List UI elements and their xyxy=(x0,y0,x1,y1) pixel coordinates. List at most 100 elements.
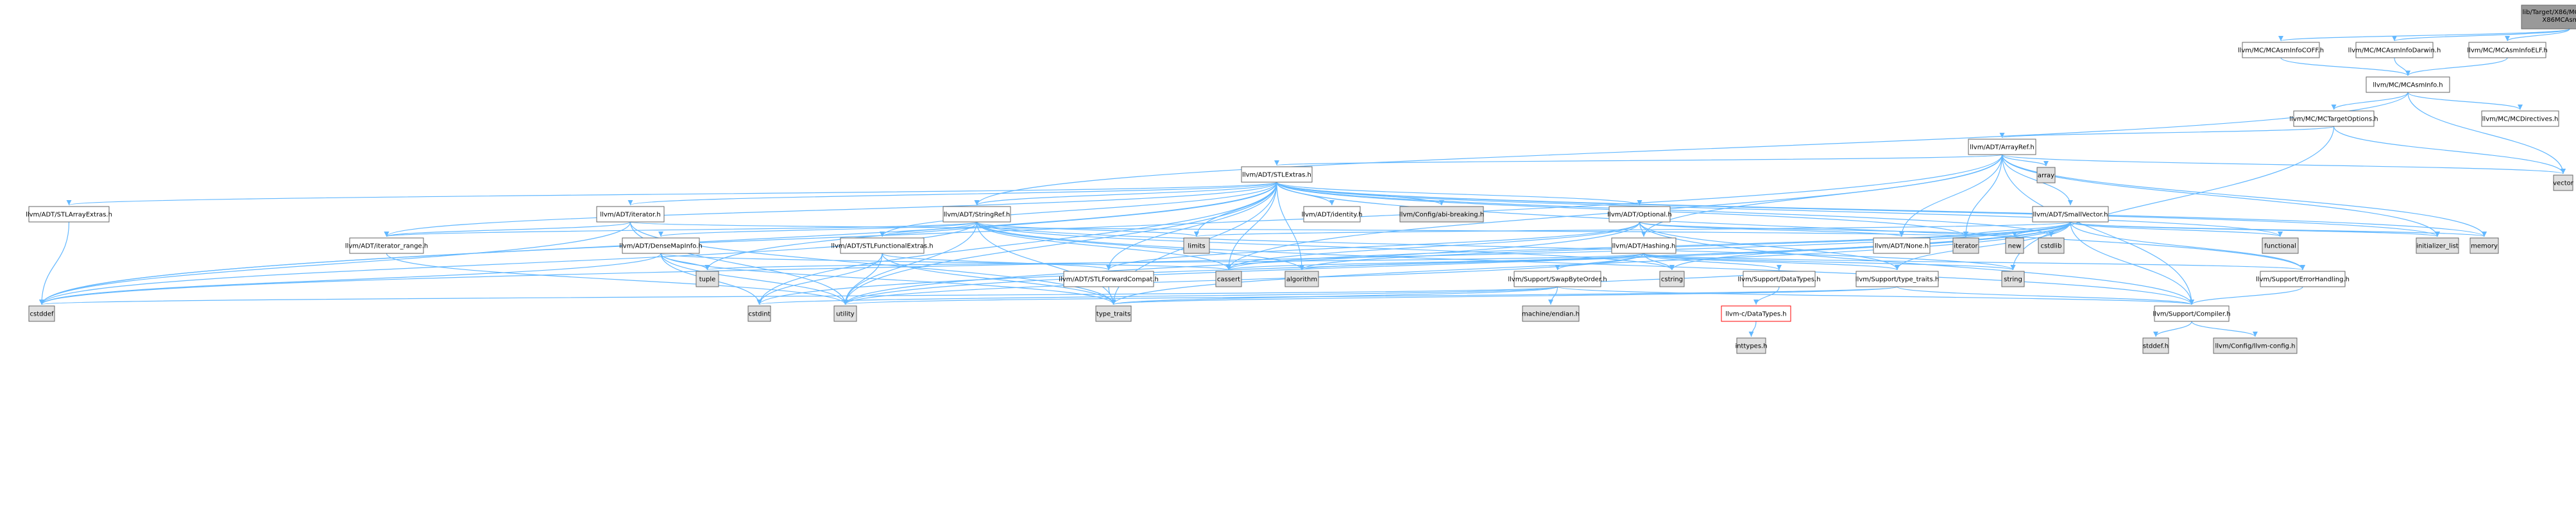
node-darwin[interactable]: llvm/MC/MCAsmInfoDarwin.h xyxy=(2348,42,2441,58)
node-functional[interactable]: functional xyxy=(2262,237,2299,254)
edge-stlextras-to-cstdint xyxy=(756,182,1277,305)
node-abibreaking[interactable]: llvm/Config/abi-breaking.h xyxy=(1399,206,1484,223)
node-label-memory: memory xyxy=(2471,243,2498,250)
node-cassert[interactable]: cassert xyxy=(1215,271,1242,287)
node-box-densemapinfo xyxy=(622,237,700,254)
node-mcdirectives[interactable]: llvm/MC/MCDirectives.h xyxy=(2481,110,2559,127)
node-typetraitsllvm[interactable]: llvm/Support/type_traits.h xyxy=(1855,271,1939,287)
node-string[interactable]: string xyxy=(2001,271,2025,287)
node-hashing[interactable]: llvm/ADT/Hashing.h xyxy=(1611,237,1676,254)
node-label-iterator: iterator xyxy=(1954,243,1978,250)
node-box-arrayref xyxy=(1968,139,2036,155)
edge-mctarget-to-string xyxy=(2010,126,2335,271)
node-errorhandling[interactable]: llvm/Support/ErrorHandling.h xyxy=(2256,271,2350,287)
edge-root-to-elf xyxy=(2505,28,2570,42)
edge-stlextras-to-memory xyxy=(1276,182,2487,237)
edge-mcasminfo-to-mcdirectives xyxy=(2407,92,2523,110)
node-box-none xyxy=(1873,237,1931,254)
node-cstddef[interactable]: cstddef xyxy=(28,305,55,322)
node-memory[interactable]: memory xyxy=(2469,237,2499,254)
node-limits[interactable]: limits xyxy=(1183,237,1210,254)
node-iterator[interactable]: iterator xyxy=(1952,237,1979,254)
node-elf[interactable]: llvm/MC/MCAsmInfoELF.h xyxy=(2467,42,2548,58)
node-stddef[interactable]: stddef.h xyxy=(2142,337,2169,354)
node-none[interactable]: llvm/ADT/None.h xyxy=(1873,237,1931,254)
node-box-hashing xyxy=(1611,237,1676,254)
node-tuple[interactable]: tuple xyxy=(695,271,719,287)
edge-typetraitsllvm-to-compiler xyxy=(1897,286,2194,305)
edge-smallvector-to-iterator xyxy=(1963,221,2071,237)
edge-typetraitsllvm-to-typetraits xyxy=(1111,286,1898,305)
node-cstdlib[interactable]: cstdlib xyxy=(2038,237,2065,254)
node-datatypes[interactable]: llvm/Support/DataTypes.h xyxy=(1737,271,1821,287)
node-stringref[interactable]: llvm/ADT/StringRef.h xyxy=(943,206,1011,223)
edge-stringref-to-utility xyxy=(842,221,978,305)
node-cdatatypes[interactable]: llvm-c/DataTypes.h xyxy=(1721,305,1791,322)
node-label-typetraits: type_traits xyxy=(1096,311,1130,318)
node-mcasminfo[interactable]: llvm/MC/MCAsmInfo.h xyxy=(2366,76,2450,93)
edge-stringref-to-cstddef xyxy=(39,221,978,305)
node-utility[interactable]: utility xyxy=(833,305,857,322)
node-stlarrayextras[interactable]: llvm/ADT/STLArrayExtras.h xyxy=(26,206,112,223)
node-label-stlfunctional: llvm/ADT/STLFunctionalExtras.h xyxy=(831,243,933,250)
edge-coff-to-mcasminfo xyxy=(2280,57,2410,76)
edge-arrayref-to-compiler xyxy=(2001,154,2194,305)
node-label-limits: limits xyxy=(1188,243,1205,250)
node-box-string xyxy=(2001,271,2025,287)
node-box-mcdirectives xyxy=(2481,110,2559,127)
node-compiler[interactable]: llvm/Support/Compiler.h xyxy=(2153,305,2231,322)
node-array[interactable]: array xyxy=(2036,167,2056,183)
node-coff[interactable]: llvm/MC/MCAsmInfoCOFF.h xyxy=(2238,42,2324,58)
node-label-inttypes: inttypes.h xyxy=(1735,343,1767,350)
node-smallvector[interactable]: llvm/ADT/SmallVector.h xyxy=(2032,206,2109,223)
node-new[interactable]: new xyxy=(2005,237,2024,254)
edge-hashing-to-cstring xyxy=(1643,253,1675,271)
node-llvmconfig[interactable]: llvm/Config/llvm-config.h xyxy=(2213,337,2298,354)
edge-typetraitsllvm-to-utility xyxy=(843,286,1898,305)
node-vector[interactable]: vector xyxy=(2553,174,2574,191)
node-label-root: lib/Target/X86/MCTargetDesc/ xyxy=(2522,9,2576,16)
edge-root-to-coff xyxy=(2278,28,2570,42)
node-box-cstddef xyxy=(28,305,55,322)
node-endian[interactable]: machine/endian.h xyxy=(1522,305,1580,322)
node-box-smallvector xyxy=(2032,206,2109,223)
node-label-errorhandling: llvm/Support/ErrorHandling.h xyxy=(2256,276,2350,284)
node-label-array: array xyxy=(2038,173,2054,180)
node-identity[interactable]: llvm/ADT/identity.h xyxy=(1302,206,1363,223)
node-cstring[interactable]: cstring xyxy=(1659,271,1685,287)
node-box-algorithm xyxy=(1284,271,1319,287)
node-inttypes[interactable]: inttypes.h xyxy=(1735,337,1768,354)
node-cstdint[interactable]: cstdint xyxy=(747,305,771,322)
node-adtiterator[interactable]: llvm/ADT/iterator.h xyxy=(596,206,665,223)
node-algorithm[interactable]: algorithm xyxy=(1284,271,1319,287)
node-mctarget[interactable]: llvm/MC/MCTargetOptions.h xyxy=(2289,110,2378,127)
edge-arrayref-to-vector xyxy=(2001,154,2566,174)
node-box-new xyxy=(2005,237,2024,254)
node-root[interactable]: lib/Target/X86/MCTargetDesc/X86MCAsmInfo… xyxy=(2521,4,2576,30)
node-label-stringref: llvm/ADT/StringRef.h xyxy=(944,212,1010,219)
node-swapbyte[interactable]: llvm/Support/SwapByteOrder.h xyxy=(1508,271,1607,287)
edge-stlextras-to-stlarrayextras xyxy=(67,182,1277,206)
node-box-mctarget xyxy=(2293,110,2375,127)
node-box-cstdlib xyxy=(2038,237,2065,254)
node-stlextras[interactable]: llvm/ADT/STLExtras.h xyxy=(1241,166,1313,183)
node-initlist[interactable]: initializer_list xyxy=(2416,237,2459,254)
node-label-cdatatypes: llvm-c/DataTypes.h xyxy=(1725,311,1786,318)
edge-stlextras-to-errorhandling xyxy=(1276,182,2305,271)
node-typetraits[interactable]: type_traits xyxy=(1095,305,1132,322)
node-stlforward[interactable]: llvm/ADT/STLForwardCompat.h xyxy=(1059,271,1159,287)
edge-swapbyte-to-endian xyxy=(1548,286,1558,305)
edge-stlextras-to-stlfunctional xyxy=(880,182,1277,237)
edge-smallvector-to-typetraitsllvm xyxy=(1895,221,2071,271)
node-arrayref[interactable]: llvm/ADT/ArrayRef.h xyxy=(1968,139,2036,155)
edge-swapbyte-to-cstddef xyxy=(40,286,1558,305)
edge-stlextras-to-utility xyxy=(842,182,1277,305)
node-densemapinfo[interactable]: llvm/ADT/DenseMapInfo.h xyxy=(619,237,703,254)
node-optional[interactable]: llvm/ADT/Optional.h xyxy=(1607,206,1672,223)
edge-stlextras-to-algorithm xyxy=(1276,182,1304,271)
node-box-functional xyxy=(2262,237,2299,254)
node-box-darwin xyxy=(2355,42,2434,58)
node-iterrange[interactable]: llvm/ADT/iterator_range.h xyxy=(345,237,428,254)
node-stlfunctional[interactable]: llvm/ADT/STLFunctionalExtras.h xyxy=(831,237,934,254)
